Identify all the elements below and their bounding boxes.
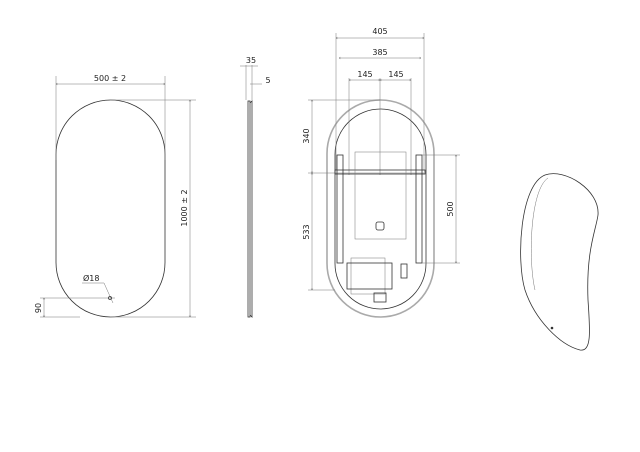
- sensor-hole: [108, 296, 112, 300]
- left-bracket: [336, 154, 344, 264]
- outer-width-label: 405: [372, 27, 387, 36]
- perspective-view: [520, 173, 599, 351]
- hole-label: Ø18: [83, 273, 99, 283]
- back-view: 405 385 145 145 340 533 500: [302, 27, 460, 318]
- bracket-label: 500: [446, 201, 455, 216]
- left-spacing-label: 145: [357, 70, 372, 79]
- glass-label: 5: [265, 76, 270, 85]
- hanging-rail: [334, 169, 426, 175]
- connector: [400, 263, 408, 279]
- inner-width-label: 385: [372, 48, 387, 57]
- mirror-outline: [55, 99, 166, 318]
- sensor-dot: [550, 326, 554, 330]
- heating-pad: [354, 151, 407, 240]
- top-label: 340: [302, 128, 311, 143]
- backplate-outline: [334, 108, 427, 310]
- depth-label: 35: [246, 56, 256, 65]
- touch-switch: [375, 221, 385, 231]
- mirror-perspective: [520, 173, 599, 351]
- width-label: 500 ± 2: [94, 74, 126, 83]
- height-label: 1000 ± 2: [180, 189, 189, 226]
- front-view: 500 ± 2 1000 ± 2 90 Ø18: [34, 74, 196, 318]
- right-bracket: [415, 154, 423, 264]
- hole-offset-label: 90: [34, 303, 43, 313]
- driver-box: [346, 262, 393, 290]
- mirror-outline: [326, 99, 435, 318]
- right-spacing-label: 145: [388, 70, 403, 79]
- bottom-label: 533: [302, 224, 311, 239]
- side-view: 35 5: [240, 56, 271, 318]
